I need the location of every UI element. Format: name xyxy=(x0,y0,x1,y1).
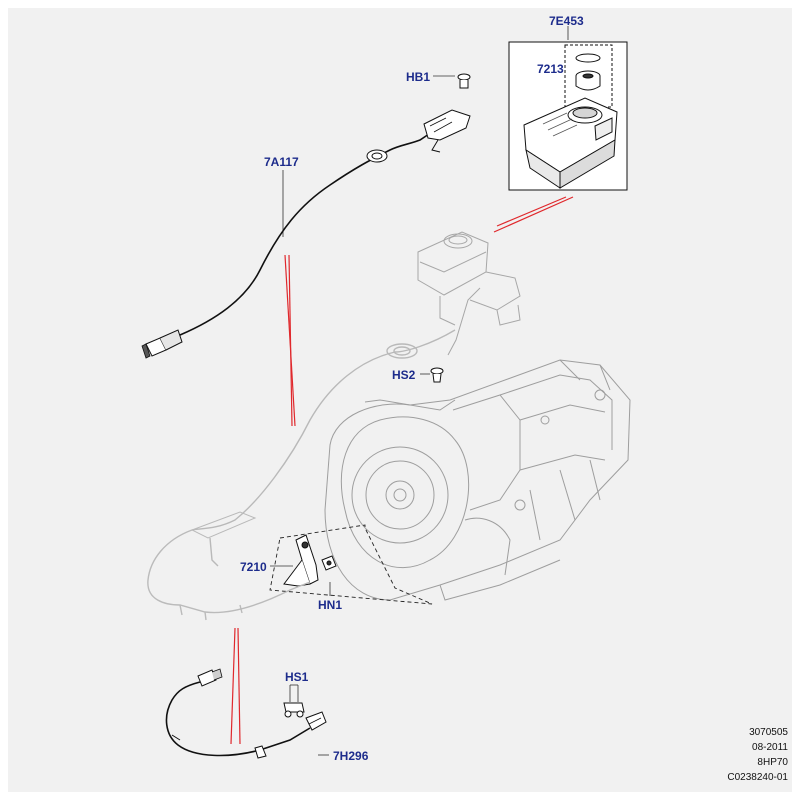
callout-7213: 7213 xyxy=(537,62,564,76)
cable-clip-hs1 xyxy=(283,702,305,718)
callout-hn1: HN1 xyxy=(318,598,343,612)
reference-date: 08-2011 xyxy=(752,742,788,753)
shift-cable-7a117 xyxy=(141,109,471,359)
reference-model: 8HP70 xyxy=(757,757,788,768)
bolt-hb1 xyxy=(457,73,471,89)
callout-7a117: 7A117 xyxy=(264,155,299,169)
selector-knob-cap xyxy=(575,53,601,91)
park-cable-ghost xyxy=(147,529,311,621)
red-guide-lines xyxy=(230,196,574,745)
installed-selector-ghost xyxy=(417,231,521,356)
leader-lines xyxy=(270,26,574,756)
park-lock-cable xyxy=(165,668,327,759)
lever-bracket-outline xyxy=(269,524,433,605)
bolt-hs2 xyxy=(430,367,444,383)
gear-selector-module xyxy=(523,97,618,189)
diagram-panel xyxy=(8,8,792,792)
callout-hs1: HS1 xyxy=(285,670,309,684)
reference-number: 3070505 xyxy=(749,727,788,738)
reference-illustration-id: C0238240-01 xyxy=(727,772,788,783)
shift-cable-ghost xyxy=(190,329,456,567)
callout-7210: 7210 xyxy=(240,560,267,574)
shift-lever xyxy=(283,534,319,587)
callout-7e453: 7E453 xyxy=(549,14,584,28)
lever-nut-hn1 xyxy=(321,555,337,571)
callout-7h296: 7H296 xyxy=(333,749,369,763)
transmission-ghost xyxy=(324,359,631,601)
callout-hs2: HS2 xyxy=(392,368,416,382)
callout-hb1: HB1 xyxy=(406,70,431,84)
